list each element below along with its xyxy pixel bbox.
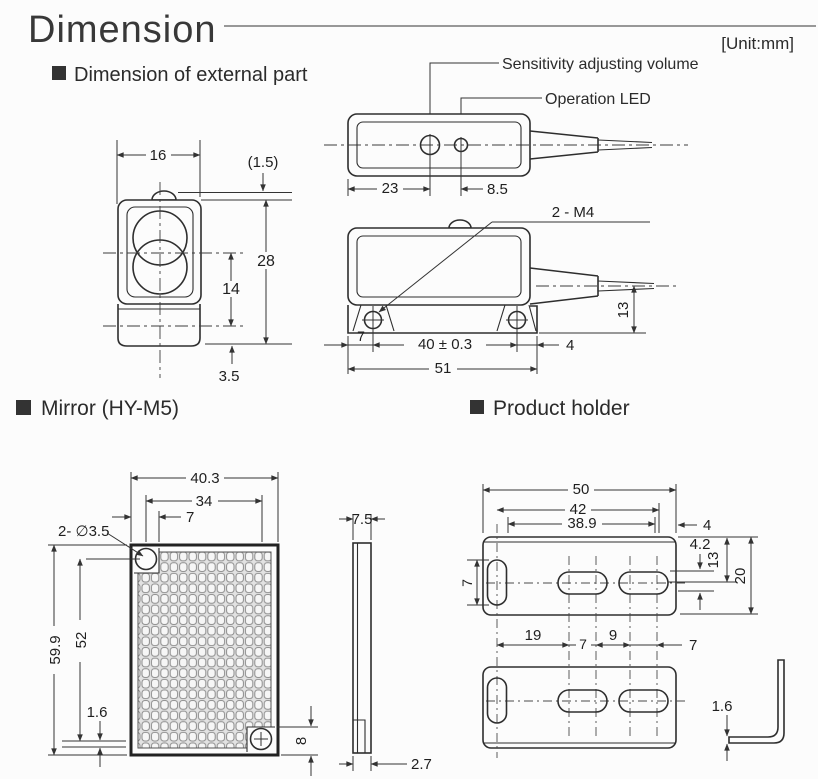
dim-side-cable: 13 [615,302,632,319]
holder-slot-left-bottom [486,677,508,724]
section-title-external: Dimension of external part [74,64,308,86]
mounting-feet [352,304,537,332]
product-holder-views: 50 42 38.9 4 4.2 13 20 7 [459,481,758,758]
dim-holder-p4: 7 [689,637,697,654]
holder-side-profile: 1.6 [712,659,785,761]
section-bullet-external [52,66,66,80]
holder-bottom-view [482,666,677,749]
page-title: Dimension [28,9,217,51]
dim-holder-p2: 7 [579,636,587,652]
holder-top-view [482,536,677,616]
dim-side-c: 4 [566,337,574,354]
dim-mirror-gap: 1.6 [87,704,108,721]
dim-mirror-width: 40.3 [190,470,219,487]
leader-screws [378,221,493,313]
dim-holder-p1: 19 [525,627,542,644]
holder-slot-left-top [486,559,508,606]
sensor-top-view: 23 8.5 [324,113,688,198]
dim-top-23: 23 [382,180,399,197]
dim-holder-slot-h: 7 [459,579,475,587]
section-bullet-mirror [16,400,31,415]
cable-boot-side [529,267,599,305]
section-bullet-holder [470,400,484,414]
dim-holder-edge: 4 [703,517,711,534]
dim-mirror-height: 59.9 [47,635,64,664]
dim-holder-width: 50 [573,481,590,498]
section-title-mirror: Mirror (HY-M5) [41,397,179,420]
dim-front-height: 28 [257,253,275,270]
holder-slot-right-bottom [618,689,669,713]
sensor-front-view: 16 (1.5) 28 14 3.5 [103,140,292,385]
leader-sensitivity [427,62,499,132]
side-base-plate [347,305,538,334]
dim-mirror-corner: 8 [293,737,310,745]
sensor-side-view: 2 - M4 13 7 40 ± 0.3 4 51 [324,204,676,377]
dim-holder-w3: 38.9 [567,515,596,532]
dim-front-base: 3.5 [219,368,240,385]
dim-mirror-offset: 7 [186,509,194,526]
dim-mirror-inner-width: 34 [196,493,213,510]
label-sensitivity-volume: Sensitivity adjusting volume [502,56,699,73]
page-header: Dimension [Unit:mm] Dimension of externa… [16,9,816,420]
mirror-reflector-pattern [137,551,272,749]
dim-side-total: 51 [435,360,452,377]
label-mirror-holes: 2- ∅3.5 [58,523,109,540]
label-operation-led: Operation LED [545,91,651,108]
section-title-holder: Product holder [493,397,630,420]
dim-holder-center: 13 [705,552,722,569]
dim-side-a: 7 [357,328,365,344]
front-base [117,304,201,347]
dim-holder-w2: 42 [570,501,587,518]
cable-wires-side [597,280,655,292]
holder-slot-right-top [618,571,669,595]
dim-top-8-5: 8.5 [487,181,508,198]
dim-holder-p3: 9 [609,627,617,644]
holder-slot-mid-bottom [557,689,608,713]
dim-front-bump: (1.5) [248,154,279,171]
unit-label: [Unit:mm] [721,34,794,53]
dim-front-width: 16 [150,147,167,164]
dim-mirror-inner-height: 52 [73,632,90,649]
dim-holder-height: 20 [732,568,749,585]
mirror-hole-bottom-right [249,727,273,751]
front-bump [151,190,177,201]
cable-wires-top [597,139,653,151]
dim-mirror-lip: 2.7 [411,756,432,773]
label-screw-holes: 2 - M4 [552,204,595,221]
dim-holder-slot: 4.2 [690,536,711,553]
dim-side-span: 40 ± 0.3 [418,336,472,353]
callout-labels: Sensitivity adjusting volume Operation L… [427,56,699,135]
holder-slot-mid-top [557,571,608,595]
dim-holder-bend: 1.6 [712,698,733,715]
side-bump [448,219,472,229]
dim-mirror-thickness: 7.5 [352,511,373,528]
dim-front-mid: 14 [222,281,240,298]
mirror-side-view: 7.5 2.7 [339,511,432,773]
mirror-front-view: 2- ∅3.5 40.3 34 7 59.9 52 [46,470,318,776]
